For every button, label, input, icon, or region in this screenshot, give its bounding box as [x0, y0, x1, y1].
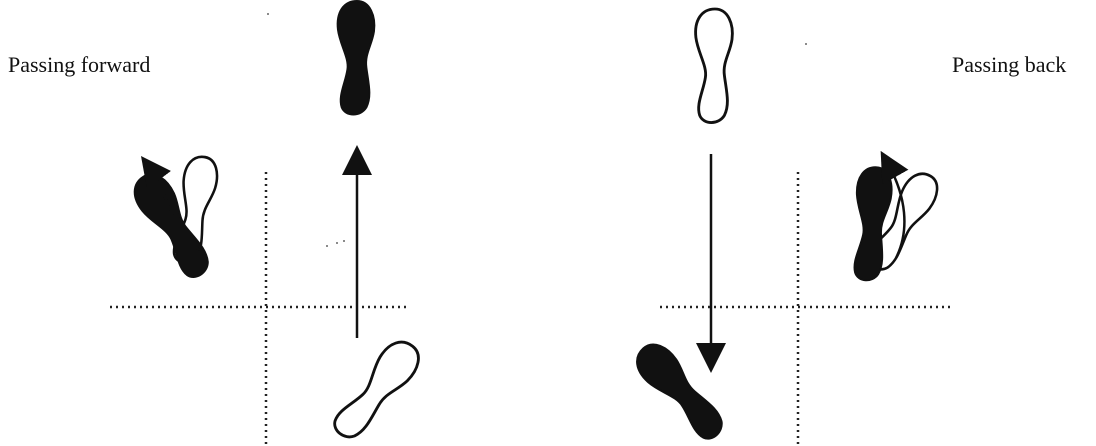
- passing-back-label: Passing back: [952, 52, 1067, 77]
- passing-forward-diagram: [110, 0, 428, 446]
- rotation-arrow-left: [141, 155, 201, 252]
- passing-forward-label: Passing forward: [8, 52, 151, 77]
- scan-specks: [267, 13, 807, 247]
- outline-foot-bottom-left: [326, 332, 428, 446]
- black-foot-top-left: [336, 0, 376, 116]
- rotation-arrow-right: [880, 150, 909, 259]
- passing-back-diagram: [627, 7, 952, 446]
- outline-foot-top-right: [694, 7, 734, 124]
- black-foot-bottom-right: [627, 335, 734, 446]
